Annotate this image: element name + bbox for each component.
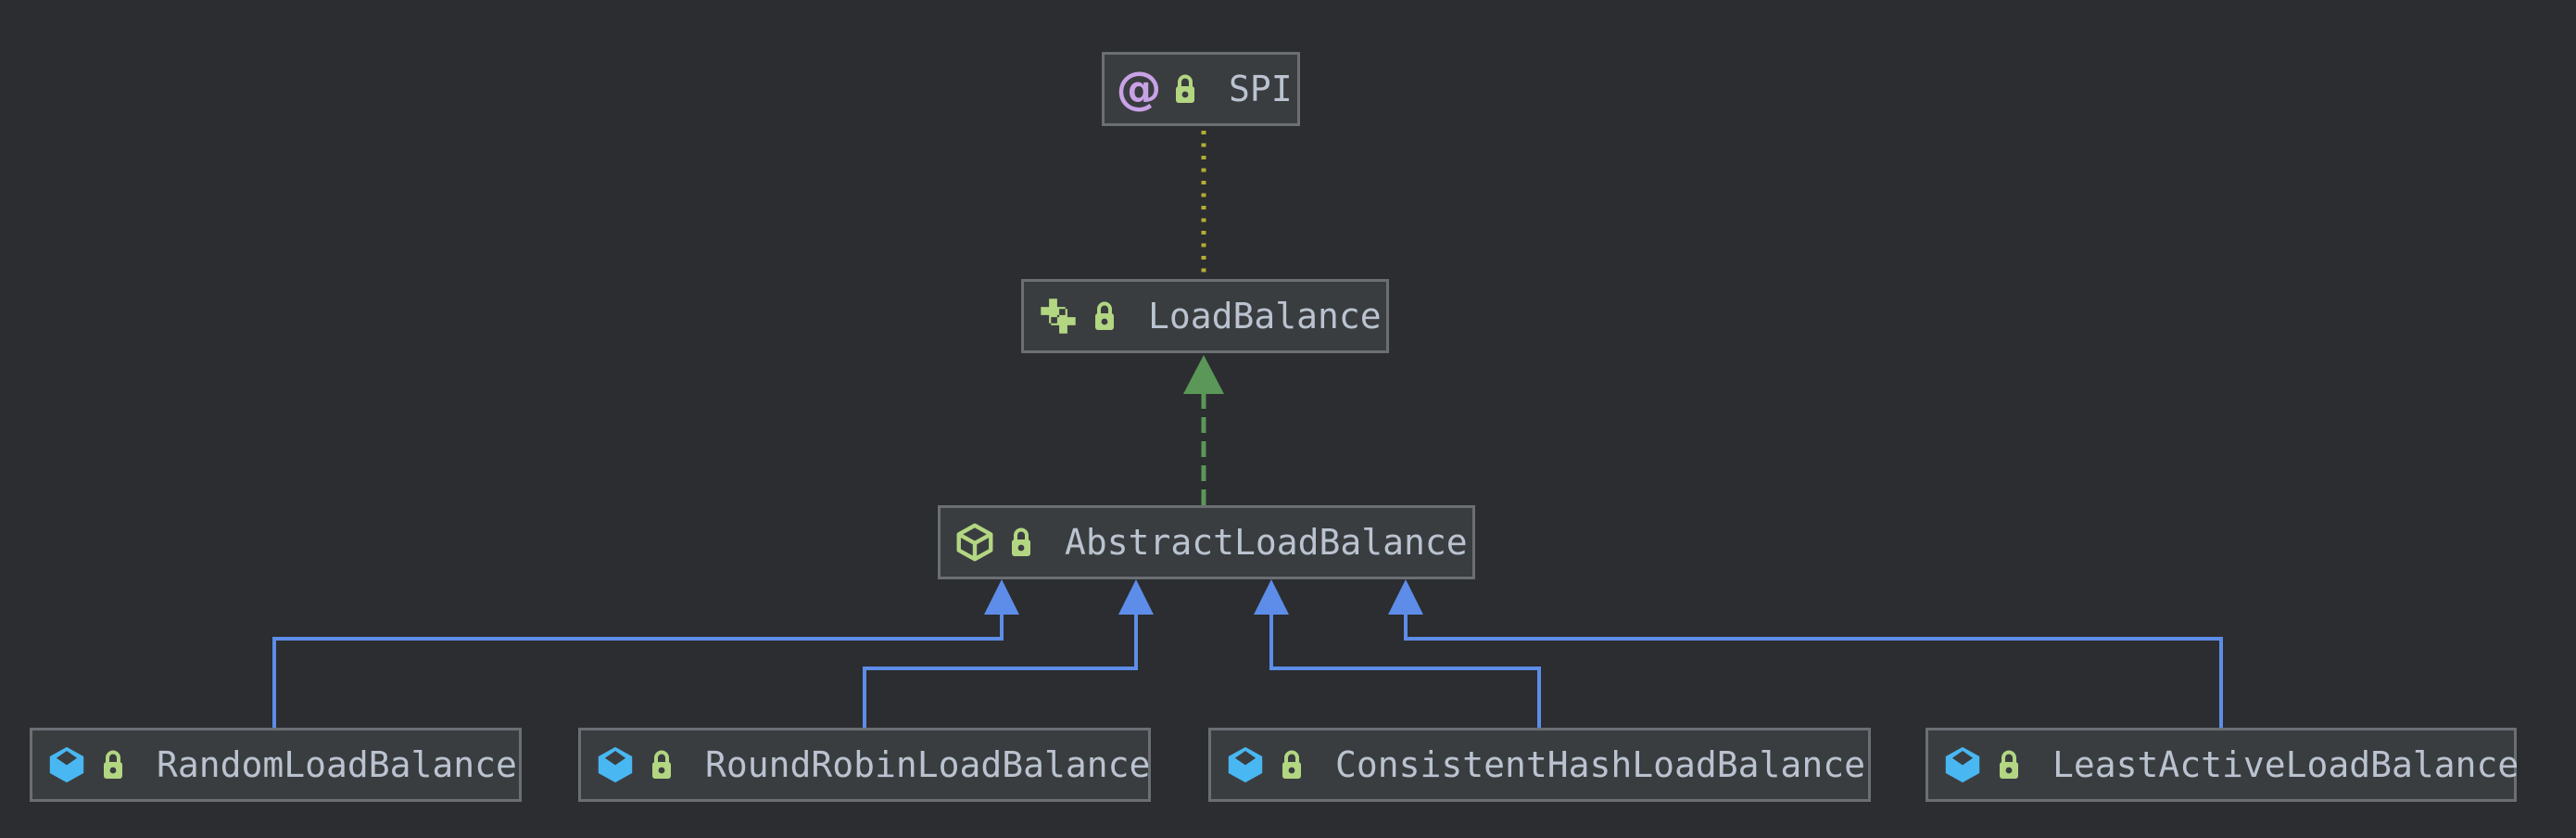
lock-icon bbox=[1009, 526, 1033, 559]
inheritance-arrowhead bbox=[1254, 579, 1289, 615]
interface-icon bbox=[1037, 294, 1080, 338]
node-label: ConsistentHashLoadBalance bbox=[1335, 744, 1865, 785]
class-icon bbox=[45, 743, 88, 787]
inheritance-arrowhead bbox=[984, 579, 1019, 615]
edge-inheritance-roundrobin[interactable] bbox=[863, 579, 1154, 728]
realization-arrowhead bbox=[1183, 355, 1224, 394]
node-roundrobinloadbalance[interactable]: RoundRobinLoadBalance bbox=[578, 728, 1151, 802]
node-label: RandomLoadBalance bbox=[157, 744, 517, 785]
node-abstractloadbalance[interactable]: AbstractLoadBalance bbox=[938, 505, 1475, 579]
node-label: LoadBalance bbox=[1148, 296, 1382, 336]
class-icon bbox=[1224, 743, 1267, 787]
abstract-class-icon bbox=[953, 520, 996, 565]
node-leastactiveloadbalance[interactable]: LeastActiveLoadBalance bbox=[1926, 728, 2519, 802]
lock-icon bbox=[650, 748, 674, 781]
edge-inheritance-leastactive[interactable] bbox=[1388, 579, 2223, 728]
class-icon bbox=[1941, 743, 1984, 787]
node-label: LeastActiveLoadBalance bbox=[2052, 744, 2519, 785]
lock-icon bbox=[1092, 299, 1117, 333]
edge-inheritance-consistenthash[interactable] bbox=[1254, 579, 1541, 728]
inheritance-arrowhead bbox=[1118, 579, 1154, 615]
node-loadbalance[interactable]: LoadBalance bbox=[1021, 279, 1389, 353]
inheritance-arrowhead bbox=[1388, 579, 1423, 615]
lock-icon bbox=[101, 748, 125, 781]
lock-icon bbox=[1173, 72, 1197, 106]
node-label: RoundRobinLoadBalance bbox=[705, 744, 1151, 785]
node-consistenthashloadbalance[interactable]: ConsistentHashLoadBalance bbox=[1208, 728, 1871, 802]
node-randomloadbalance[interactable]: RandomLoadBalance bbox=[30, 728, 522, 802]
node-label: AbstractLoadBalance bbox=[1065, 522, 1468, 563]
node-label: SPI bbox=[1229, 69, 1293, 109]
annotation-at-glyph: @ bbox=[1116, 62, 1162, 115]
edge-inheritance-random[interactable] bbox=[272, 579, 1019, 728]
edge-realization-abstract-loadbalance[interactable] bbox=[1183, 355, 1224, 505]
class-icon bbox=[594, 743, 637, 787]
node-spi[interactable]: @ SPI bbox=[1102, 52, 1300, 126]
lock-icon bbox=[1280, 748, 1304, 781]
annotation-icon: @ bbox=[1116, 62, 1162, 115]
lock-icon bbox=[1997, 748, 2021, 781]
